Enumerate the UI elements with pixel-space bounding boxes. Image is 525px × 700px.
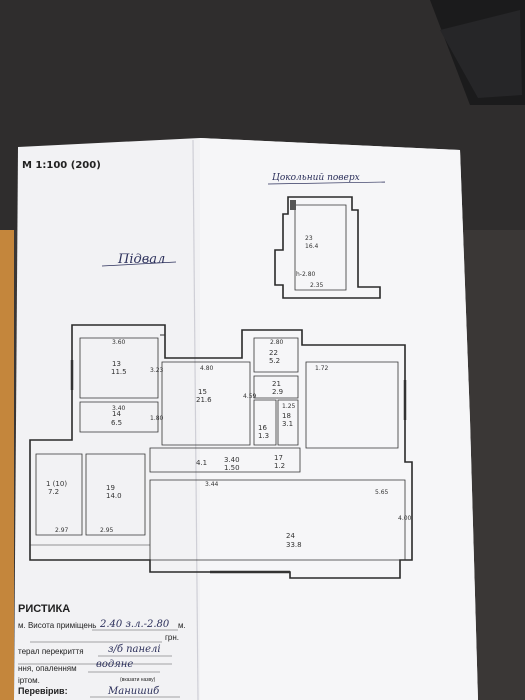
- dim-4-59: 4.59: [243, 393, 257, 400]
- room-16-area: 1.3: [258, 432, 269, 440]
- room-18-area: 3.1: [282, 420, 293, 428]
- room-13-number: 13: [112, 360, 121, 368]
- ground-floor-title: Цокольний поверх: [272, 173, 360, 183]
- floors-row-label: терал перекриття: [18, 647, 84, 656]
- ground-floor-plan: 23 16.4 h-2.80 2.35: [274, 196, 381, 299]
- room-24-area: 33.8: [286, 541, 302, 549]
- dark-object-inner: [440, 10, 522, 98]
- ground-height-label: h-2.80: [296, 271, 316, 278]
- room-16-number: 16: [258, 424, 267, 432]
- gas-row-label: іртом.: [18, 676, 40, 685]
- basement-title-underline: [101, 261, 177, 267]
- orange-edge: [0, 230, 14, 700]
- heating-row-label: ння, опаленням: [18, 664, 77, 673]
- corridor-left: 4.1: [196, 459, 207, 467]
- ground-room-number: 23: [305, 235, 313, 242]
- room-15-number: 15: [198, 388, 207, 396]
- room-17-area: 1.2: [274, 462, 285, 470]
- dim-3-44: 3.44: [205, 481, 219, 488]
- room-13-area: 11.5: [111, 368, 127, 376]
- verified-sub: (вказати назву): [120, 677, 156, 683]
- basement-plan: [29, 324, 413, 579]
- form-section-title: РИСТИКА: [18, 603, 70, 615]
- corridor-sub: 1.50: [224, 464, 240, 472]
- room-labels: 13 11.5 14 6.5 15 21.6 22 5.2 21 2.9 18 …: [46, 349, 302, 549]
- dim-4-00: 4.00: [398, 515, 412, 522]
- room-22-number: 22: [269, 349, 278, 357]
- heating-row-value: водяне: [96, 659, 133, 670]
- paper-right-page: [200, 138, 478, 700]
- room-1-number: 1 (10): [46, 480, 67, 488]
- dim-3-60: 3.60: [112, 339, 126, 346]
- dim-1-80: 1.80: [150, 415, 164, 422]
- dim-2-95: 2.95: [100, 527, 114, 534]
- dim-1-72: 1.72: [315, 365, 329, 372]
- paper-fold: [192, 139, 199, 700]
- room-24-number: 24: [286, 532, 295, 540]
- dim-4-80: 4.80: [200, 365, 214, 372]
- room-19-area: 14.0: [106, 492, 122, 500]
- verified-label: Перевірив:: [18, 686, 68, 696]
- height-row-value: 2.40 з.л.-2.80: [99, 619, 170, 630]
- ground-width-dim: 2.35: [310, 282, 324, 289]
- corridor-label: 3.40: [224, 456, 240, 464]
- room-19-number: 19: [106, 484, 115, 492]
- room-15-area: 21.6: [196, 396, 212, 404]
- scale-label: М 1:100 (200): [22, 160, 101, 171]
- dim-3-40: 3.40: [112, 405, 126, 412]
- ground-floor-title-underline: [267, 181, 386, 185]
- room-21-number: 21: [272, 380, 281, 388]
- dimension-labels: 3.60 3.23 4.80 4.59 2.80 1.25 1.72 3.40 …: [55, 339, 412, 534]
- characteristics-form: РИСТИКА м. Висота приміщень 2.40 з.л.-2.…: [18, 603, 186, 698]
- dim-3-23: 3.23: [150, 367, 164, 374]
- dim-1-25: 1.25: [282, 403, 296, 410]
- height-row-label: м. Висота приміщень: [18, 621, 96, 630]
- height-row-unit: м.: [178, 621, 186, 630]
- room-14-area: 6.5: [111, 419, 122, 427]
- verified-value: Манишиб: [107, 686, 160, 697]
- ground-room-area: 16.4: [305, 243, 319, 250]
- room-21-area: 2.9: [272, 388, 283, 396]
- dim-5-65: 5.65: [375, 489, 389, 496]
- room-22-area: 5.2: [269, 357, 280, 365]
- floors-row-value: з/б панелі: [108, 644, 161, 655]
- room-17-number: 17: [274, 454, 283, 462]
- dim-2-80: 2.80: [270, 339, 284, 346]
- dim-2-97: 2.97: [55, 527, 69, 534]
- room-1-area: 7.2: [48, 488, 59, 496]
- currency-unit: грн.: [165, 633, 179, 642]
- room-14-number: 14: [112, 410, 121, 418]
- room-18-number: 18: [282, 412, 291, 420]
